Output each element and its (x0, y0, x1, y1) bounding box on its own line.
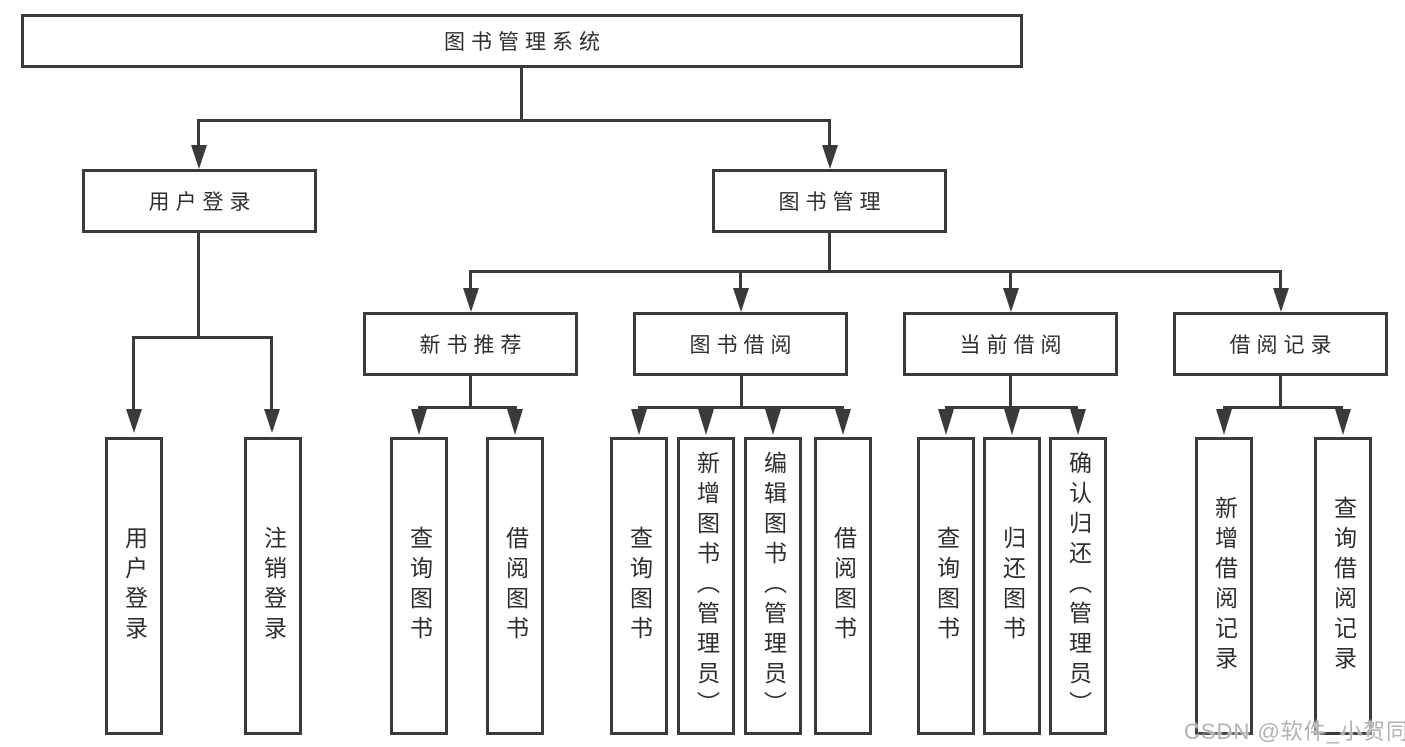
node-label: 查询图书 (933, 526, 960, 646)
leaf-return-books: 归还图书 (983, 437, 1041, 735)
leaf-query-books-3: 查询图书 (917, 437, 975, 735)
node-book-management: 图书管理 (712, 169, 947, 233)
connector-user-login-spine (132, 336, 273, 339)
connector-borrow-records-trunk (1279, 376, 1282, 406)
connector-root-trunk (520, 68, 523, 119)
leaf-query-books-1: 查询图书 (390, 437, 448, 735)
connector-level3-spine (469, 270, 1282, 273)
arrow-down-icon (733, 288, 749, 312)
arrow-down-icon (1003, 288, 1019, 312)
leaf-borrow-books-2: 借阅图书 (814, 437, 872, 735)
leaf-borrow-books-1: 借阅图书 (486, 437, 544, 735)
node-label: 借阅记录 (1229, 334, 1338, 357)
arrow-down-icon (822, 145, 838, 169)
node-label: 查询图书 (626, 526, 653, 646)
node-label: 归还图书 (999, 526, 1026, 646)
connector-drop-book-management (828, 119, 831, 147)
arrow-down-icon (126, 409, 142, 433)
node-label: 图书管理系统 (444, 31, 606, 54)
node-current-borrow: 当前借阅 (903, 312, 1118, 376)
connector-drop-leaf-logout (270, 336, 273, 409)
node-new-book-recommend: 新书推荐 (363, 312, 578, 376)
connector-current-borrow-trunk (1009, 376, 1012, 406)
arrow-down-icon (765, 409, 781, 435)
csdn-watermark: CSDN @软件_小贺同学 (1184, 719, 1405, 744)
connector-borrow-records-spine (1223, 406, 1343, 409)
connector-drop-current-borrow (1009, 270, 1012, 290)
connector-drop-leaf-user-login (132, 336, 135, 409)
arrow-down-icon (631, 409, 647, 435)
node-label: 当前借阅 (959, 334, 1068, 357)
arrow-down-icon (1273, 288, 1289, 312)
connector-drop-book-borrow (739, 270, 742, 290)
arrow-down-icon (1004, 409, 1020, 435)
arrow-down-icon (1335, 409, 1351, 435)
connector-book-borrow-spine (638, 406, 844, 409)
connector-drop-borrow-records (1279, 270, 1282, 290)
leaf-logout: 注销登录 (244, 437, 302, 735)
node-label: 查询图书 (406, 526, 433, 646)
node-label: 用户登录 (148, 191, 257, 214)
arrow-down-icon (191, 145, 207, 169)
arrow-down-icon (463, 288, 479, 312)
connector-drop-new-book (469, 270, 472, 290)
node-borrow-records: 借阅记录 (1173, 312, 1388, 376)
leaf-user-login: 用户登录 (105, 437, 163, 735)
arrow-down-icon (411, 409, 427, 435)
leaf-query-books-2: 查询图书 (610, 437, 668, 735)
arrow-down-icon (507, 409, 523, 435)
connector-new-book-trunk (469, 376, 472, 406)
node-label: 图书借阅 (689, 334, 798, 357)
connector-book-management-trunk (828, 233, 831, 270)
node-label: 新增借阅记录 (1211, 496, 1238, 676)
leaf-edit-books-admin: 编辑图书（管理员） (744, 437, 802, 735)
connector-new-book-spine (418, 406, 517, 409)
node-label: 查询借阅记录 (1330, 496, 1357, 676)
leaf-confirm-return-admin: 确认归还（管理员） (1049, 437, 1107, 735)
node-label: 借阅图书 (502, 526, 529, 646)
node-label: 新书推荐 (419, 334, 528, 357)
node-label: 借阅图书 (830, 526, 857, 646)
node-label: 新增图书（管理员） (693, 451, 720, 721)
connector-drop-user-login (197, 119, 200, 147)
connector-level2-spine (197, 119, 831, 122)
node-label: 注销登录 (260, 526, 287, 646)
node-label: 编辑图书（管理员） (760, 451, 787, 721)
arrow-down-icon (264, 409, 280, 433)
arrow-down-icon (835, 409, 851, 435)
arrow-down-icon (1070, 409, 1086, 435)
leaf-add-borrow-record: 新增借阅记录 (1195, 437, 1253, 735)
arrow-down-icon (698, 409, 714, 435)
arrow-down-icon (1216, 409, 1232, 435)
node-book-borrow: 图书借阅 (633, 312, 848, 376)
connector-current-borrow-spine (945, 406, 1078, 409)
connector-user-login-trunk (197, 233, 200, 336)
node-label: 图书管理 (778, 191, 887, 214)
arrow-down-icon (938, 409, 954, 435)
leaf-query-borrow-record: 查询借阅记录 (1314, 437, 1372, 735)
node-user-login: 用户登录 (82, 169, 317, 233)
node-library-management-system: 图书管理系统 (21, 14, 1023, 68)
node-label: 用户登录 (121, 526, 148, 646)
leaf-add-books-admin: 新增图书（管理员） (677, 437, 735, 735)
node-label: 确认归还（管理员） (1065, 451, 1092, 721)
connector-book-borrow-trunk (740, 376, 743, 406)
